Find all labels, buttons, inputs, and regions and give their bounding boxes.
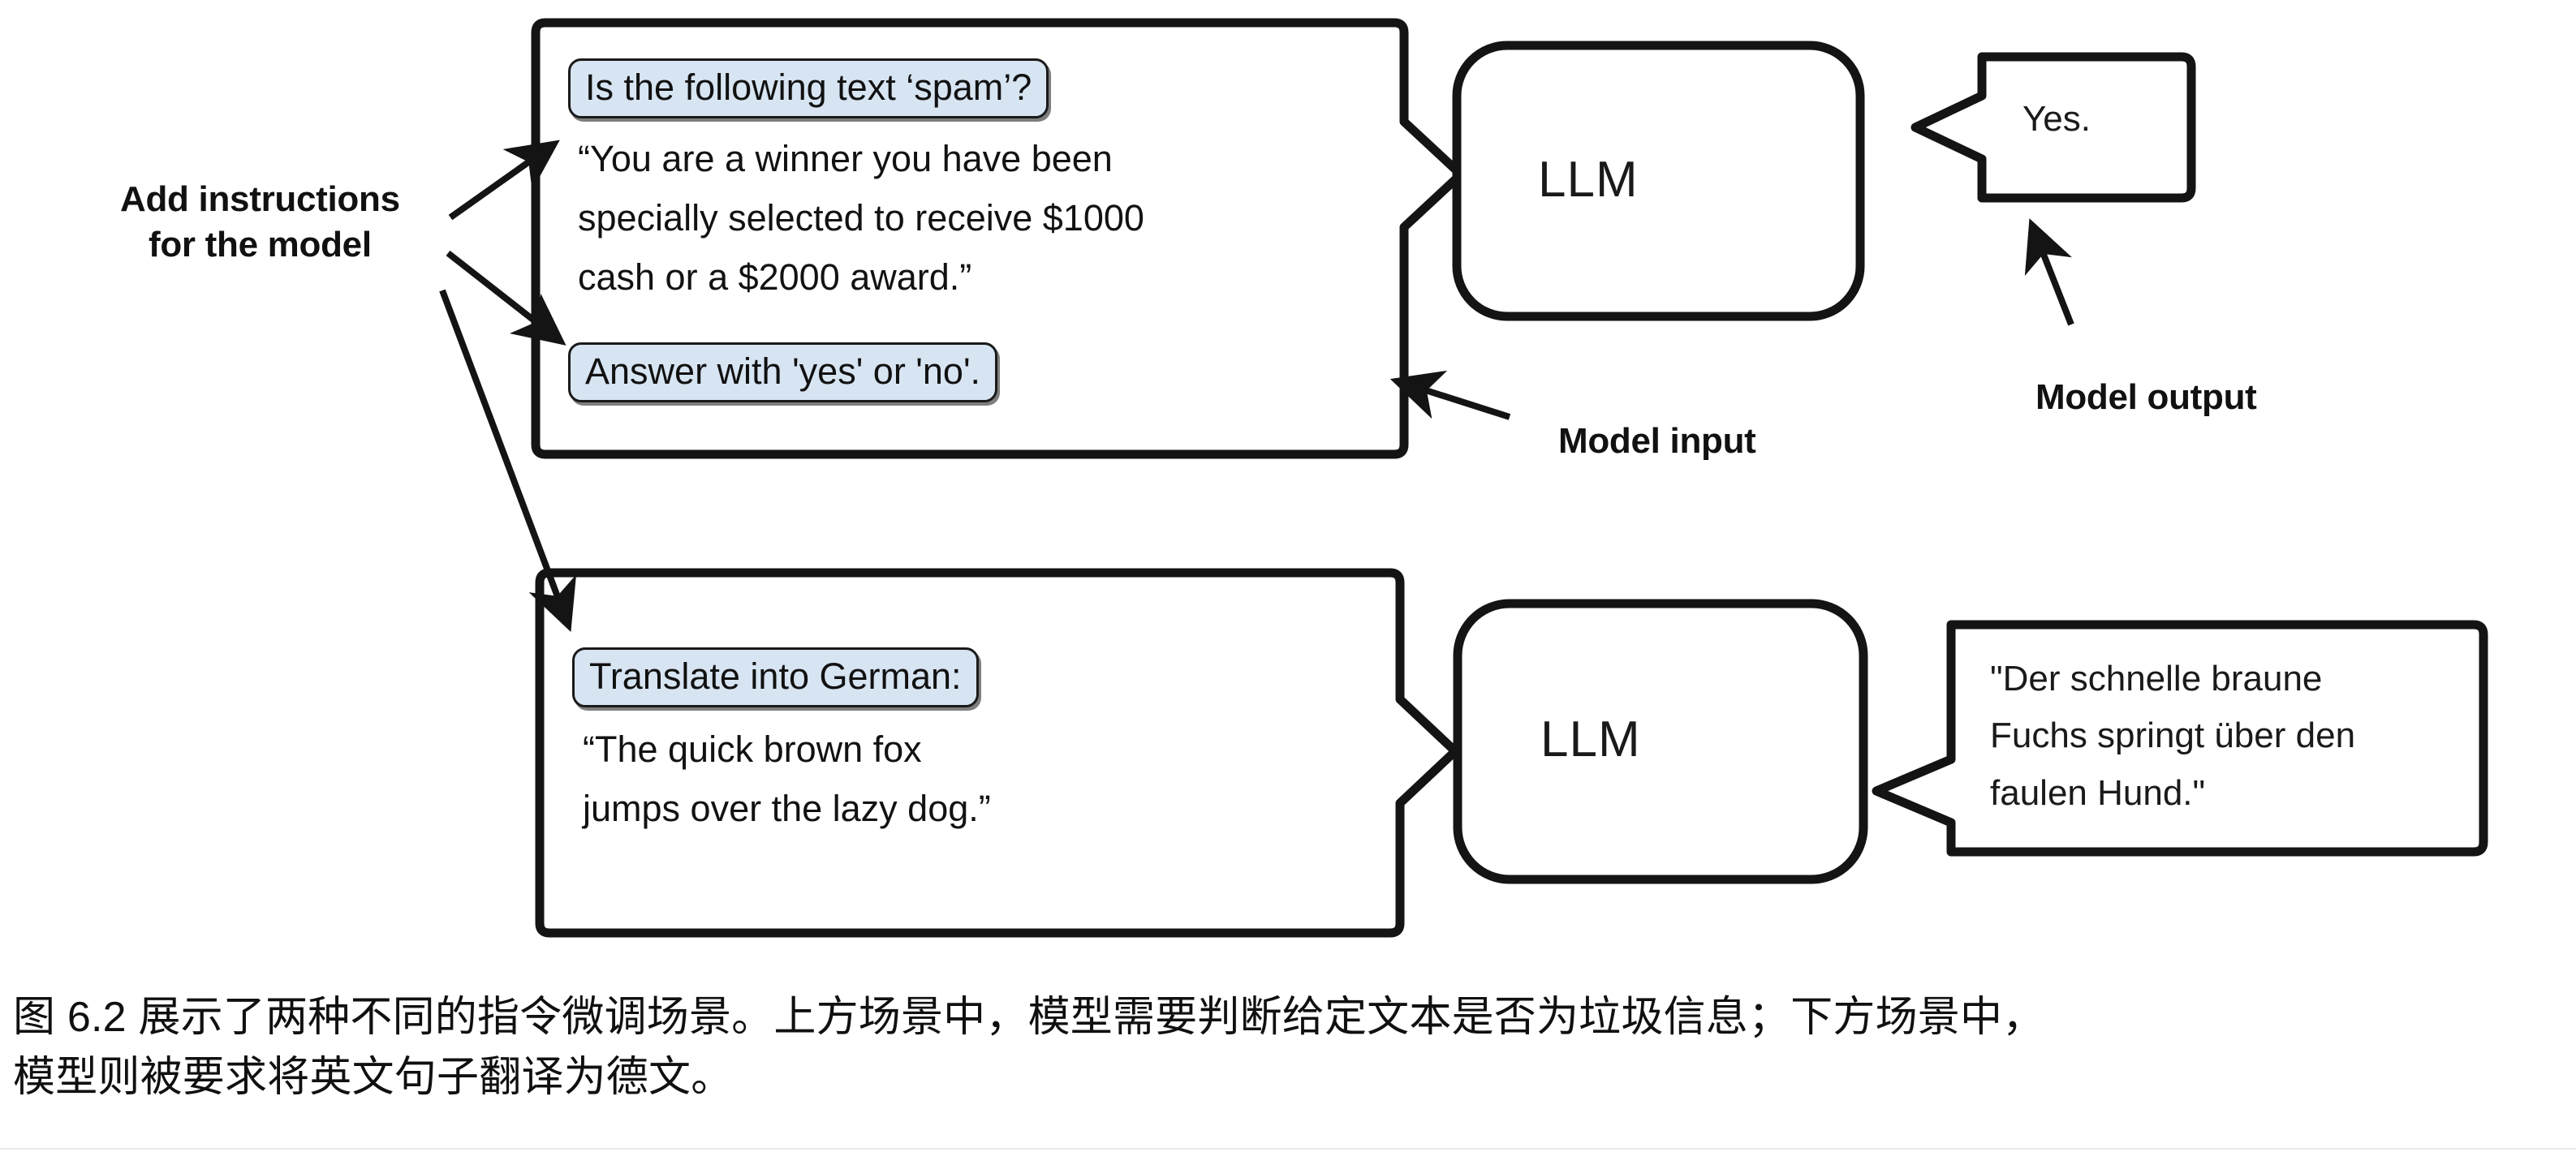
prompt-body-line: “You are a winner you have been xyxy=(578,138,1113,179)
model-output-text-top: Yes. xyxy=(2022,91,2091,148)
prompt-body-line: specially selected to receive $1000 xyxy=(578,196,1144,239)
model-output-line: "Der schnelle braune xyxy=(1990,659,2323,699)
prompt-body-line: “The quick brown fox xyxy=(583,729,922,770)
add-instructions-line-1: Add instructions xyxy=(120,179,400,219)
model-output-line: Fuchs springt über den xyxy=(1990,716,2356,756)
llm-label-top: LLM xyxy=(1538,152,1639,208)
page-bottom-divider xyxy=(0,1148,2576,1150)
figure-caption: 图 6.2 展示了两种不同的指令微调场景。上方场景中，模型需要判断给定文本是否为… xyxy=(13,988,2570,1108)
model-output-line: faulen Hund." xyxy=(1990,772,2206,813)
arrow-to-translate-instruction xyxy=(439,289,577,632)
model-output-line: Yes. xyxy=(2022,99,2091,139)
arrow-model-output xyxy=(2024,218,2074,326)
instruction-chip-spam-question[interactable]: Is the following text ‘spam’? xyxy=(568,58,1049,119)
add-instructions-line-2: for the model xyxy=(148,225,372,265)
prompt-body-spam: “You are a winner you have been speciall… xyxy=(578,130,1144,307)
model-input-label: Model input xyxy=(1558,421,1756,461)
model-output-label: Model output xyxy=(2035,377,2257,417)
figure-caption-line-1: 图 6.2 展示了两种不同的指令微调场景。上方场景中，模型需要判断给定文本是否为… xyxy=(13,994,2045,1041)
llm-box-top xyxy=(1452,41,1865,321)
arrow-to-top-instruction xyxy=(448,140,560,221)
llm-box-bottom xyxy=(1453,599,1868,884)
llm-label-bottom: LLM xyxy=(1540,711,1641,767)
figure-caption-line-2: 模型则被要求将英文句子翻译为德文。 xyxy=(13,1053,734,1101)
instruction-chip-translate[interactable]: Translate into German: xyxy=(572,647,979,708)
instruction-chip-label: Translate into German: xyxy=(572,647,979,708)
add-instructions-annotation: Add instructions for the model xyxy=(120,177,400,269)
arrow-model-input xyxy=(1389,370,1511,420)
prompt-body-line: cash or a $2000 award.” xyxy=(578,256,972,298)
arrow-to-bottom-instruction xyxy=(446,250,566,346)
instruction-chip-label: Is the following text ‘spam’? xyxy=(568,58,1049,119)
instruction-chip-answer-format[interactable]: Answer with 'yes' or 'no'. xyxy=(568,342,998,403)
instruction-chip-label: Answer with 'yes' or 'no'. xyxy=(568,342,998,403)
prompt-body-translate: “The quick brown fox jumps over the lazy… xyxy=(583,720,991,839)
model-output-text-bottom: "Der schnelle braune Fuchs springt über … xyxy=(1990,651,2355,822)
prompt-body-line: jumps over the lazy dog.” xyxy=(583,787,991,829)
